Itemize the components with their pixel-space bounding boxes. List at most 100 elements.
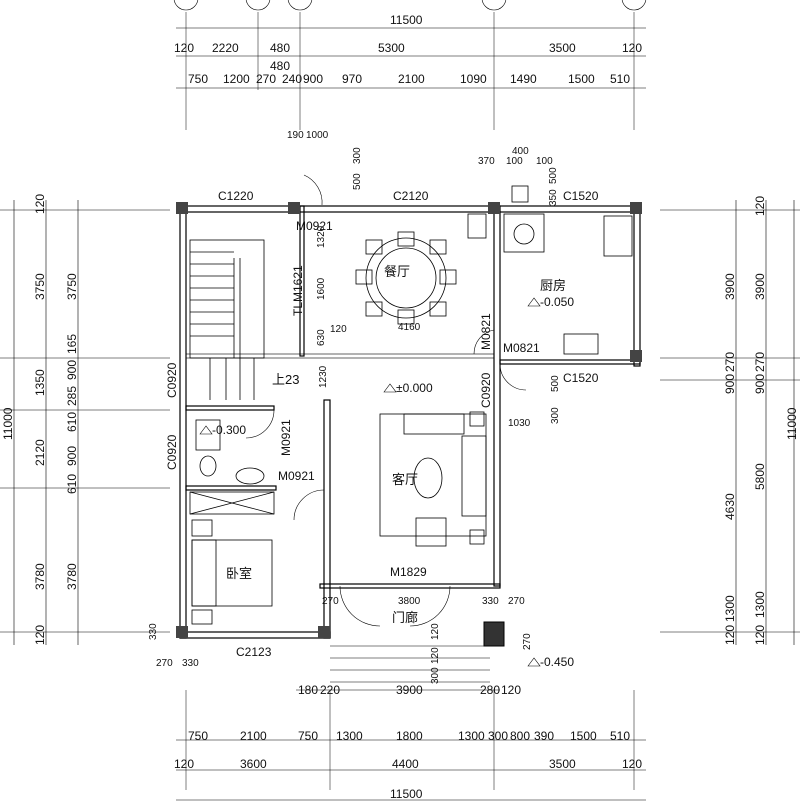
door-tag: TLM1621 <box>291 265 305 316</box>
dim-text: 120 <box>174 41 194 55</box>
left-dimensions: 120 3750 1350 2120 3780 120 11000 3750 9… <box>1 194 79 645</box>
dining-table <box>355 231 457 325</box>
walls <box>176 202 642 647</box>
room-name-bedroom: 卧室 <box>226 566 252 581</box>
dim-right-total: 11000 <box>785 407 799 440</box>
level-mark: ±0.000 <box>396 381 433 395</box>
small-notes: 1320 1600 120 4160 630 1230 300 500 400 … <box>148 146 561 684</box>
dim-text: 510 <box>610 72 630 86</box>
svg-text:100: 100 <box>536 156 553 167</box>
dim-text: 750 <box>188 729 208 743</box>
svg-text:4160: 4160 <box>398 322 421 333</box>
level-mark: -0.300 <box>212 423 246 437</box>
dim-text: 190 <box>287 130 304 141</box>
dim-text: 300 <box>488 729 508 743</box>
living-furniture <box>379 411 487 547</box>
dim-text: 1490 <box>510 72 537 86</box>
axis-bubble <box>245 0 271 11</box>
dim-text: 120 <box>753 625 767 645</box>
dim-text: 610 <box>65 412 79 432</box>
dim-text: 180 <box>298 683 318 697</box>
level-mark: -0.450 <box>540 655 574 669</box>
dim-text: 4400 <box>392 757 419 771</box>
stair <box>189 239 265 400</box>
grid-lines <box>0 12 800 790</box>
dim-text: 900 <box>723 374 737 394</box>
svg-text:270: 270 <box>522 633 533 650</box>
dim-text: 480 <box>270 59 290 73</box>
bed <box>191 519 273 625</box>
svg-text:330: 330 <box>148 623 159 640</box>
svg-text:270: 270 <box>156 658 173 669</box>
svg-text:330: 330 <box>482 596 499 607</box>
window-tag: C2120 <box>393 189 429 203</box>
column <box>630 350 642 362</box>
kitchen-fixtures <box>467 185 633 355</box>
svg-text:500: 500 <box>352 173 363 190</box>
dim-text: 510 <box>610 729 630 743</box>
column <box>288 202 300 214</box>
dim-text: 2100 <box>398 72 425 86</box>
window-tag: C1520 <box>563 371 599 385</box>
dim-text: 240 <box>282 72 302 86</box>
dim-text: 3900 <box>753 273 767 300</box>
dim-text: 3500 <box>549 41 576 55</box>
svg-text:1320: 1320 <box>316 225 327 248</box>
dim-text: 1200 <box>223 72 250 86</box>
level-mark: -0.050 <box>540 295 574 309</box>
axis-bubble <box>481 0 507 11</box>
room-name-kitchen: 厨房 <box>540 278 566 293</box>
dim-text: 285 <box>65 386 79 406</box>
doors <box>245 174 527 627</box>
dim-text: 3780 <box>65 563 79 590</box>
svg-text:350: 350 <box>548 189 559 206</box>
dim-text: 270 <box>256 72 276 86</box>
dim-text: 2100 <box>240 729 267 743</box>
dim-text: 120 <box>622 41 642 55</box>
svg-text:300: 300 <box>550 407 561 424</box>
svg-text:1600: 1600 <box>316 277 327 300</box>
dim-text: 270 <box>753 352 767 372</box>
dim-text: 900 <box>65 360 79 380</box>
top-dimensions: 11500 120 2220 480 5300 3500 120 480 750… <box>174 13 646 141</box>
svg-text:100: 100 <box>506 156 523 167</box>
dim-text: 390 <box>534 729 554 743</box>
column <box>176 626 188 638</box>
dim-text: 3780 <box>33 563 47 590</box>
dim-text: 1090 <box>460 72 487 86</box>
grid-axis-bubbles <box>173 0 647 11</box>
room-name-living: 客厅 <box>392 472 418 487</box>
dim-text: 3750 <box>33 273 47 300</box>
dim-text: 970 <box>342 72 362 86</box>
door-tag: M0821 <box>503 341 540 355</box>
dim-text: 3750 <box>65 273 79 300</box>
svg-text:330: 330 <box>182 658 199 669</box>
dim-text: 2220 <box>212 41 239 55</box>
dim-text: 120 <box>501 683 521 697</box>
dim-text: 120 <box>33 625 47 645</box>
axis-bubble <box>173 0 199 11</box>
dim-top-total: 11500 <box>390 13 423 27</box>
svg-text:120: 120 <box>330 324 347 335</box>
stair-label: 上23 <box>272 372 299 387</box>
svg-text:400: 400 <box>512 146 529 157</box>
level-marks: ±0.000 -0.300 -0.050 -0.450 <box>199 295 574 669</box>
column <box>483 621 505 647</box>
dim-text: 610 <box>65 474 79 494</box>
door-tag: M0921 <box>279 419 293 456</box>
dim-bottom-total: 11500 <box>390 787 423 801</box>
window-tag: C0920 <box>165 362 179 398</box>
door-tag: M0821 <box>479 313 493 350</box>
dim-text: 900 <box>753 374 767 394</box>
column <box>630 202 642 214</box>
svg-text:120: 120 <box>430 647 441 664</box>
dim-text: 3900 <box>396 683 423 697</box>
room-name-porch: 门廊 <box>392 610 418 625</box>
dim-text: 120 <box>33 194 47 214</box>
svg-text:1230: 1230 <box>318 365 329 388</box>
window-tag: C0920 <box>479 372 493 408</box>
column <box>318 626 330 638</box>
svg-text:300: 300 <box>352 147 363 164</box>
dim-text: 900 <box>303 72 323 86</box>
